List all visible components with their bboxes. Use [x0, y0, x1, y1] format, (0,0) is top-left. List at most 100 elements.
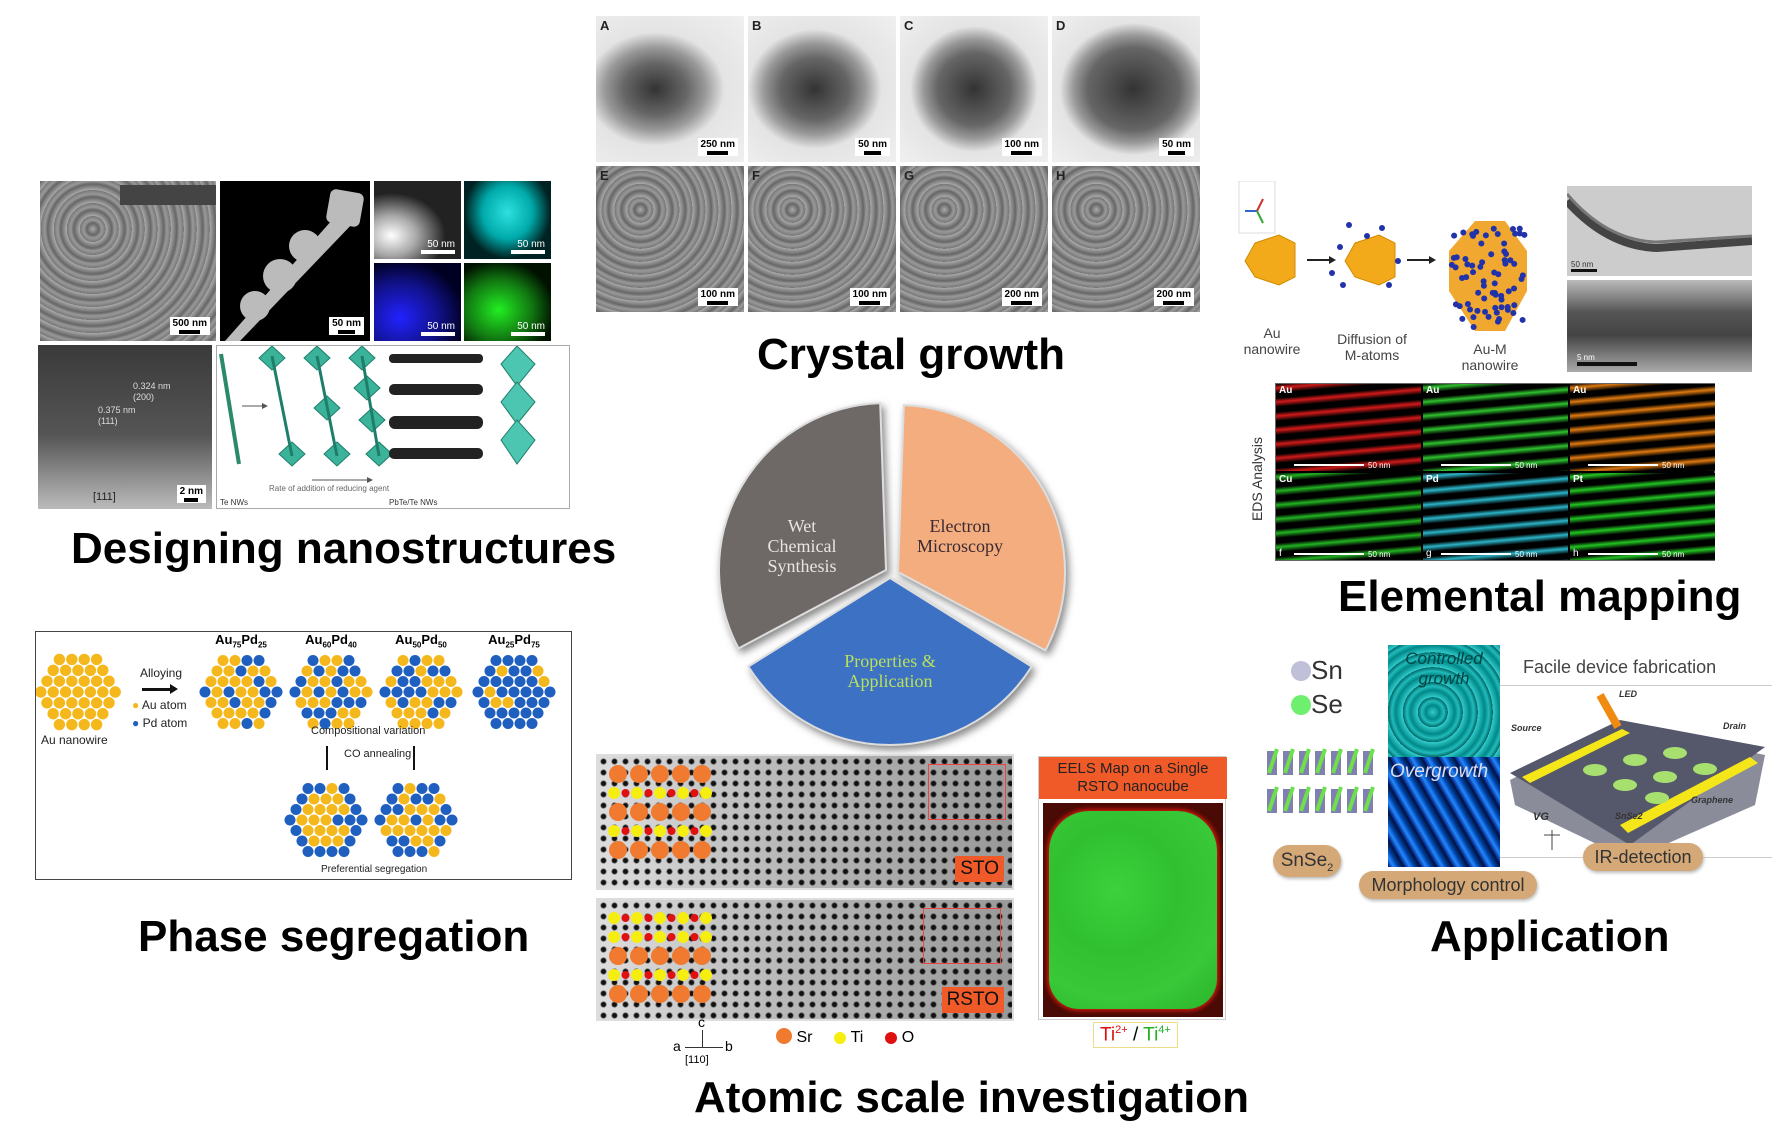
scale-bar: 250 nm — [697, 138, 738, 156]
ir-detection-label: IR-detection — [1583, 843, 1703, 871]
pie-slice-1 — [896, 404, 1066, 652]
step-diffusion: Diffusion of M-atoms — [1337, 331, 1407, 363]
atom-legend: Sr Ti O — [776, 1028, 936, 1047]
inset-box — [928, 764, 1006, 820]
atom-cluster — [199, 654, 283, 730]
pie-slice-0 — [718, 402, 888, 650]
snse2-label: SnSe2 — [1273, 845, 1341, 877]
composition-label: Au25Pd75 — [488, 632, 540, 650]
sto-label: STO — [955, 856, 1004, 882]
atom-cluster — [379, 654, 463, 730]
eels-map: EELS Map on a Single RSTO nanocube — [1038, 756, 1227, 1020]
annealing-arrow-1 — [326, 746, 328, 770]
hrtem-image: 0.324 nm(200) 0.375 nm(111) [111] 2 nm — [38, 345, 212, 509]
eds-map-gray: 50 nm — [374, 181, 461, 259]
overgrowth-image: Overgrowth — [1388, 757, 1500, 867]
atom-cluster — [472, 654, 556, 730]
haadf-image: 50 nm — [220, 181, 370, 341]
scale-bar: 200 nm — [1153, 288, 1194, 306]
atom-cluster — [284, 782, 368, 858]
sn-legend: Sn — [1291, 655, 1343, 686]
composition-label: Au75Pd25 — [215, 632, 267, 650]
controlled-growth-image: Controlled growth — [1388, 645, 1500, 757]
pie-slice-2 — [746, 576, 1034, 746]
divider-top — [1500, 685, 1772, 686]
legend-o: O — [885, 1029, 914, 1046]
growth-schematic: Rate of addition of reducing agent Te NW… — [216, 345, 570, 509]
ti-ratio-label: Ti2+ / Ti4+ — [1093, 1022, 1178, 1049]
scale-bar: 100 nm — [697, 288, 738, 306]
composition-label: Au50Pd50 — [395, 632, 447, 650]
morphology-control-label: Morphology control — [1359, 871, 1537, 899]
pd-atom-legend: ● Pd atom — [132, 716, 188, 730]
application-title: Application — [1430, 912, 1670, 961]
scale-bar: 200 nm — [1001, 288, 1042, 306]
atom-cluster — [36, 653, 121, 731]
nanowire-beads — [225, 189, 364, 341]
scale-bar: 50 nm — [329, 317, 364, 335]
atomic-scale-title: Atomic scale investigation — [694, 1073, 1250, 1122]
scale-bar: 100 nm — [1001, 138, 1042, 156]
scale-bar: 500 nm — [169, 317, 210, 335]
sem-image: 500 nm — [40, 181, 216, 341]
phase-segregation-title: Phase segregation — [138, 912, 530, 961]
crystal-growth-title: Crystal growth — [757, 330, 1066, 379]
eels-map-image — [1043, 803, 1223, 1017]
nanowire-growth-schematic — [219, 346, 536, 483]
inset-box — [923, 908, 1001, 964]
eds-map-cyan: 50 nm — [464, 181, 551, 259]
step-au-m-nanowire: Au-M nanowire — [1461, 341, 1519, 373]
step-au-nanowire: Au nanowire — [1243, 325, 1301, 357]
legend-ti: Ti — [834, 1029, 863, 1046]
eds-map-blue: 50 nm — [374, 263, 461, 341]
photodetector-device — [1510, 693, 1765, 855]
scale-bar: 50 nm — [1159, 138, 1194, 156]
annealing-arrow-2 — [413, 746, 415, 770]
phase-segregation-figure: Au nanowire Alloying ● Au atom ● Pd atom… — [35, 631, 572, 880]
snse2-crystal-structure — [1267, 748, 1375, 813]
eds-map-green: 50 nm — [464, 263, 551, 341]
rsto-label: RSTO — [941, 987, 1004, 1013]
atom-clusters — [36, 653, 556, 858]
composition-label: Au60Pd40 — [305, 632, 357, 650]
scale-bar: 100 nm — [849, 288, 890, 306]
legend-sr: Sr — [776, 1028, 812, 1046]
designing-nanostructures-title: Designing nanostructures — [71, 524, 617, 573]
sto-haadf-image: STO — [596, 754, 1014, 890]
pie-label-2: Properties &Application — [844, 651, 936, 691]
hrtem-image: 5 nm — [1567, 280, 1752, 372]
au-atom-legend: ● Au atom — [132, 698, 187, 712]
elemental-mapping-title: Elemental mapping — [1338, 572, 1742, 621]
eds-analysis-label: EDS Analysis — [1249, 436, 1265, 522]
designing-nanostructures-figure: 500 nm 50 nm 50 nm 50 nm 50 nm 50 nm 0.3… — [38, 181, 570, 509]
rsto-haadf-image: RSTO — [596, 898, 1014, 1021]
se-legend: Se — [1291, 689, 1343, 720]
nanowire-diffusion-schematic — [1238, 181, 1528, 331]
application-figure: Sn Se SnSe2 Controlled growth Overgrowth… — [1263, 645, 1773, 905]
atom-cluster — [289, 654, 373, 730]
tem-image: 50 nm — [1567, 186, 1752, 276]
elemental-mapping-figure: Au nanowire Diffusion of M-atoms Au-M na… — [1237, 181, 1752, 561]
crystal-axes: c a b [110] — [673, 1014, 733, 1066]
alloying-arrow — [142, 688, 172, 691]
atom-cluster — [374, 782, 458, 858]
scale-bar: 50 nm — [855, 138, 890, 156]
